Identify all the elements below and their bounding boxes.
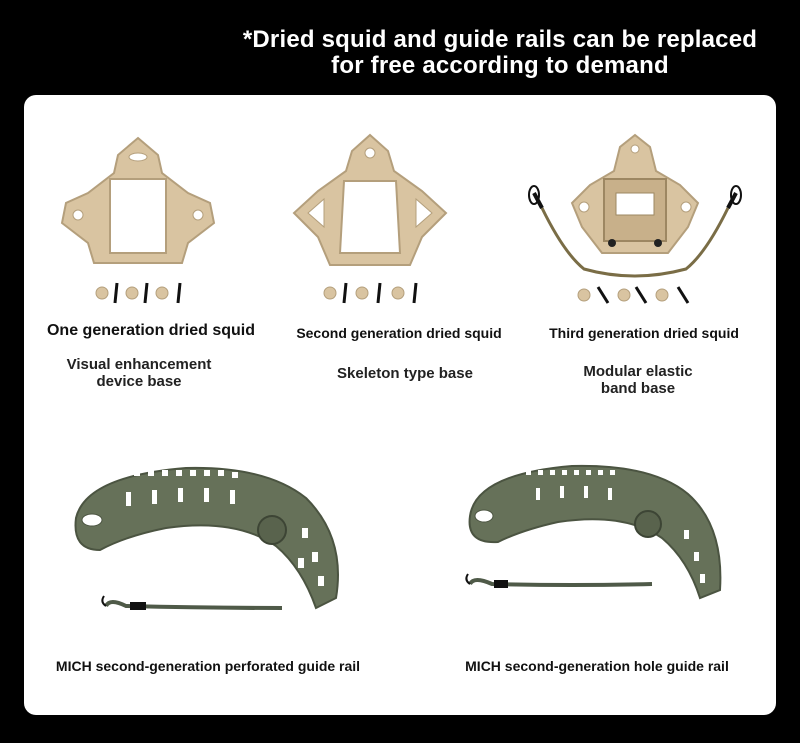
rail-hole-image [462,460,732,610]
mount-gen3-desc: Modular elastic band base [583,363,693,397]
mount-gen1-image [58,133,218,308]
mount-gen2-image [290,133,450,308]
rail-perforated-image [66,458,356,626]
mount-gen3-image [524,133,746,313]
header-banner: *Dried squid and guide rails can be repl… [200,27,800,79]
mount-gen1-desc: Visual enhancement device base [66,356,212,390]
header-line-2: for free according to demand [331,52,669,79]
rail-hole-title: MICH second-generation hole guide rail [465,658,729,674]
mount-gen2-desc: Skeleton type base [337,365,473,382]
header-line-1: *Dried squid and guide rails can be repl… [242,26,758,53]
mount-gen2-title: Second generation dried squid [296,325,502,341]
mount-gen1-title: One generation dried squid [46,322,256,339]
rail-perforated-title: MICH second-generation perforated guide … [55,658,361,674]
mount-gen3-title: Third generation dried squid [549,325,739,341]
